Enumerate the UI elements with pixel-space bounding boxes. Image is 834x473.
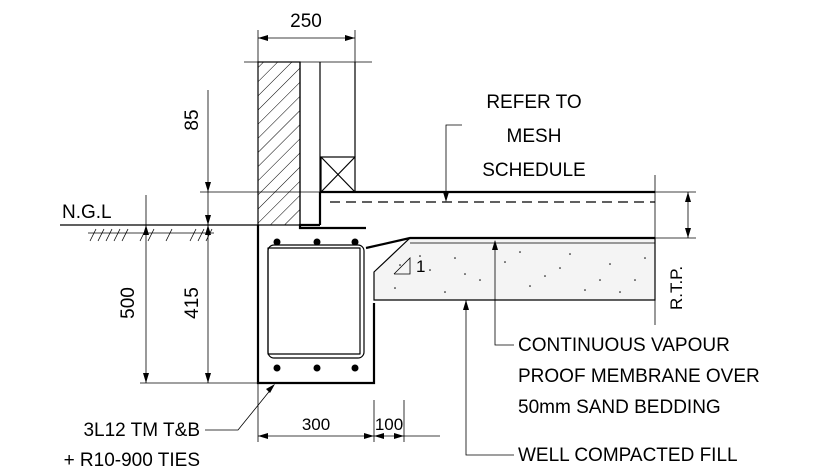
mesh-note: REFER TO MESH SCHEDULE xyxy=(443,92,586,202)
mesh-note-line-1: REFER TO xyxy=(486,92,581,113)
label-250: 250 xyxy=(290,11,322,32)
mesh-note-line-3: SCHEDULE xyxy=(482,160,585,181)
dimension-vertical: 500 415 85 xyxy=(118,90,320,384)
fill-and-bedding: 1 xyxy=(365,236,656,301)
natural-ground: N.G.L xyxy=(60,202,258,242)
label-85: 85 xyxy=(182,109,203,130)
membrane-note: CONTINUOUS VAPOUR PROOF MEMBRANE OVER 50… xyxy=(492,240,760,418)
fill-note: WELL COMPACTED FILL xyxy=(463,300,738,466)
bar-top-2 xyxy=(313,238,321,246)
label-100: 100 xyxy=(375,415,403,434)
bar-top-1 xyxy=(273,238,281,246)
label-415: 415 xyxy=(182,287,203,319)
mesh-note-line-2: MESH xyxy=(507,126,562,147)
reinforcement-note-line-1: 3L12 TM T&B xyxy=(83,420,200,441)
slope-label: 1 xyxy=(416,257,425,276)
membrane-note-line-1: CONTINUOUS VAPOUR xyxy=(518,335,730,356)
bar-bottom-1 xyxy=(273,364,281,372)
membrane-note-line-3: 50mm SAND BEDDING xyxy=(518,397,721,418)
concrete-slab xyxy=(298,190,655,230)
footing-beam xyxy=(256,225,376,385)
dimension-rtp: R.T.P. xyxy=(654,175,696,325)
label-500: 500 xyxy=(118,287,139,319)
label-rtp: R.T.P. xyxy=(667,266,686,310)
label-300: 300 xyxy=(302,415,330,434)
masonry-wall xyxy=(257,61,356,226)
reinforcement-note-line-2: + R10-900 TIES xyxy=(64,450,200,471)
label-ngl: N.G.L xyxy=(62,202,112,223)
bar-top-3 xyxy=(351,238,359,246)
dimension-bottom: 300 100 xyxy=(257,383,440,442)
dimension-wall-width: 250 xyxy=(244,11,372,70)
fill-note-text: WELL COMPACTED FILL xyxy=(518,445,738,466)
bar-bottom-3 xyxy=(351,364,359,372)
reinforcement-note: 3L12 TM T&B + R10-900 TIES xyxy=(64,384,275,471)
bar-bottom-2 xyxy=(313,364,321,372)
membrane-note-line-2: PROOF MEMBRANE OVER xyxy=(518,366,760,387)
